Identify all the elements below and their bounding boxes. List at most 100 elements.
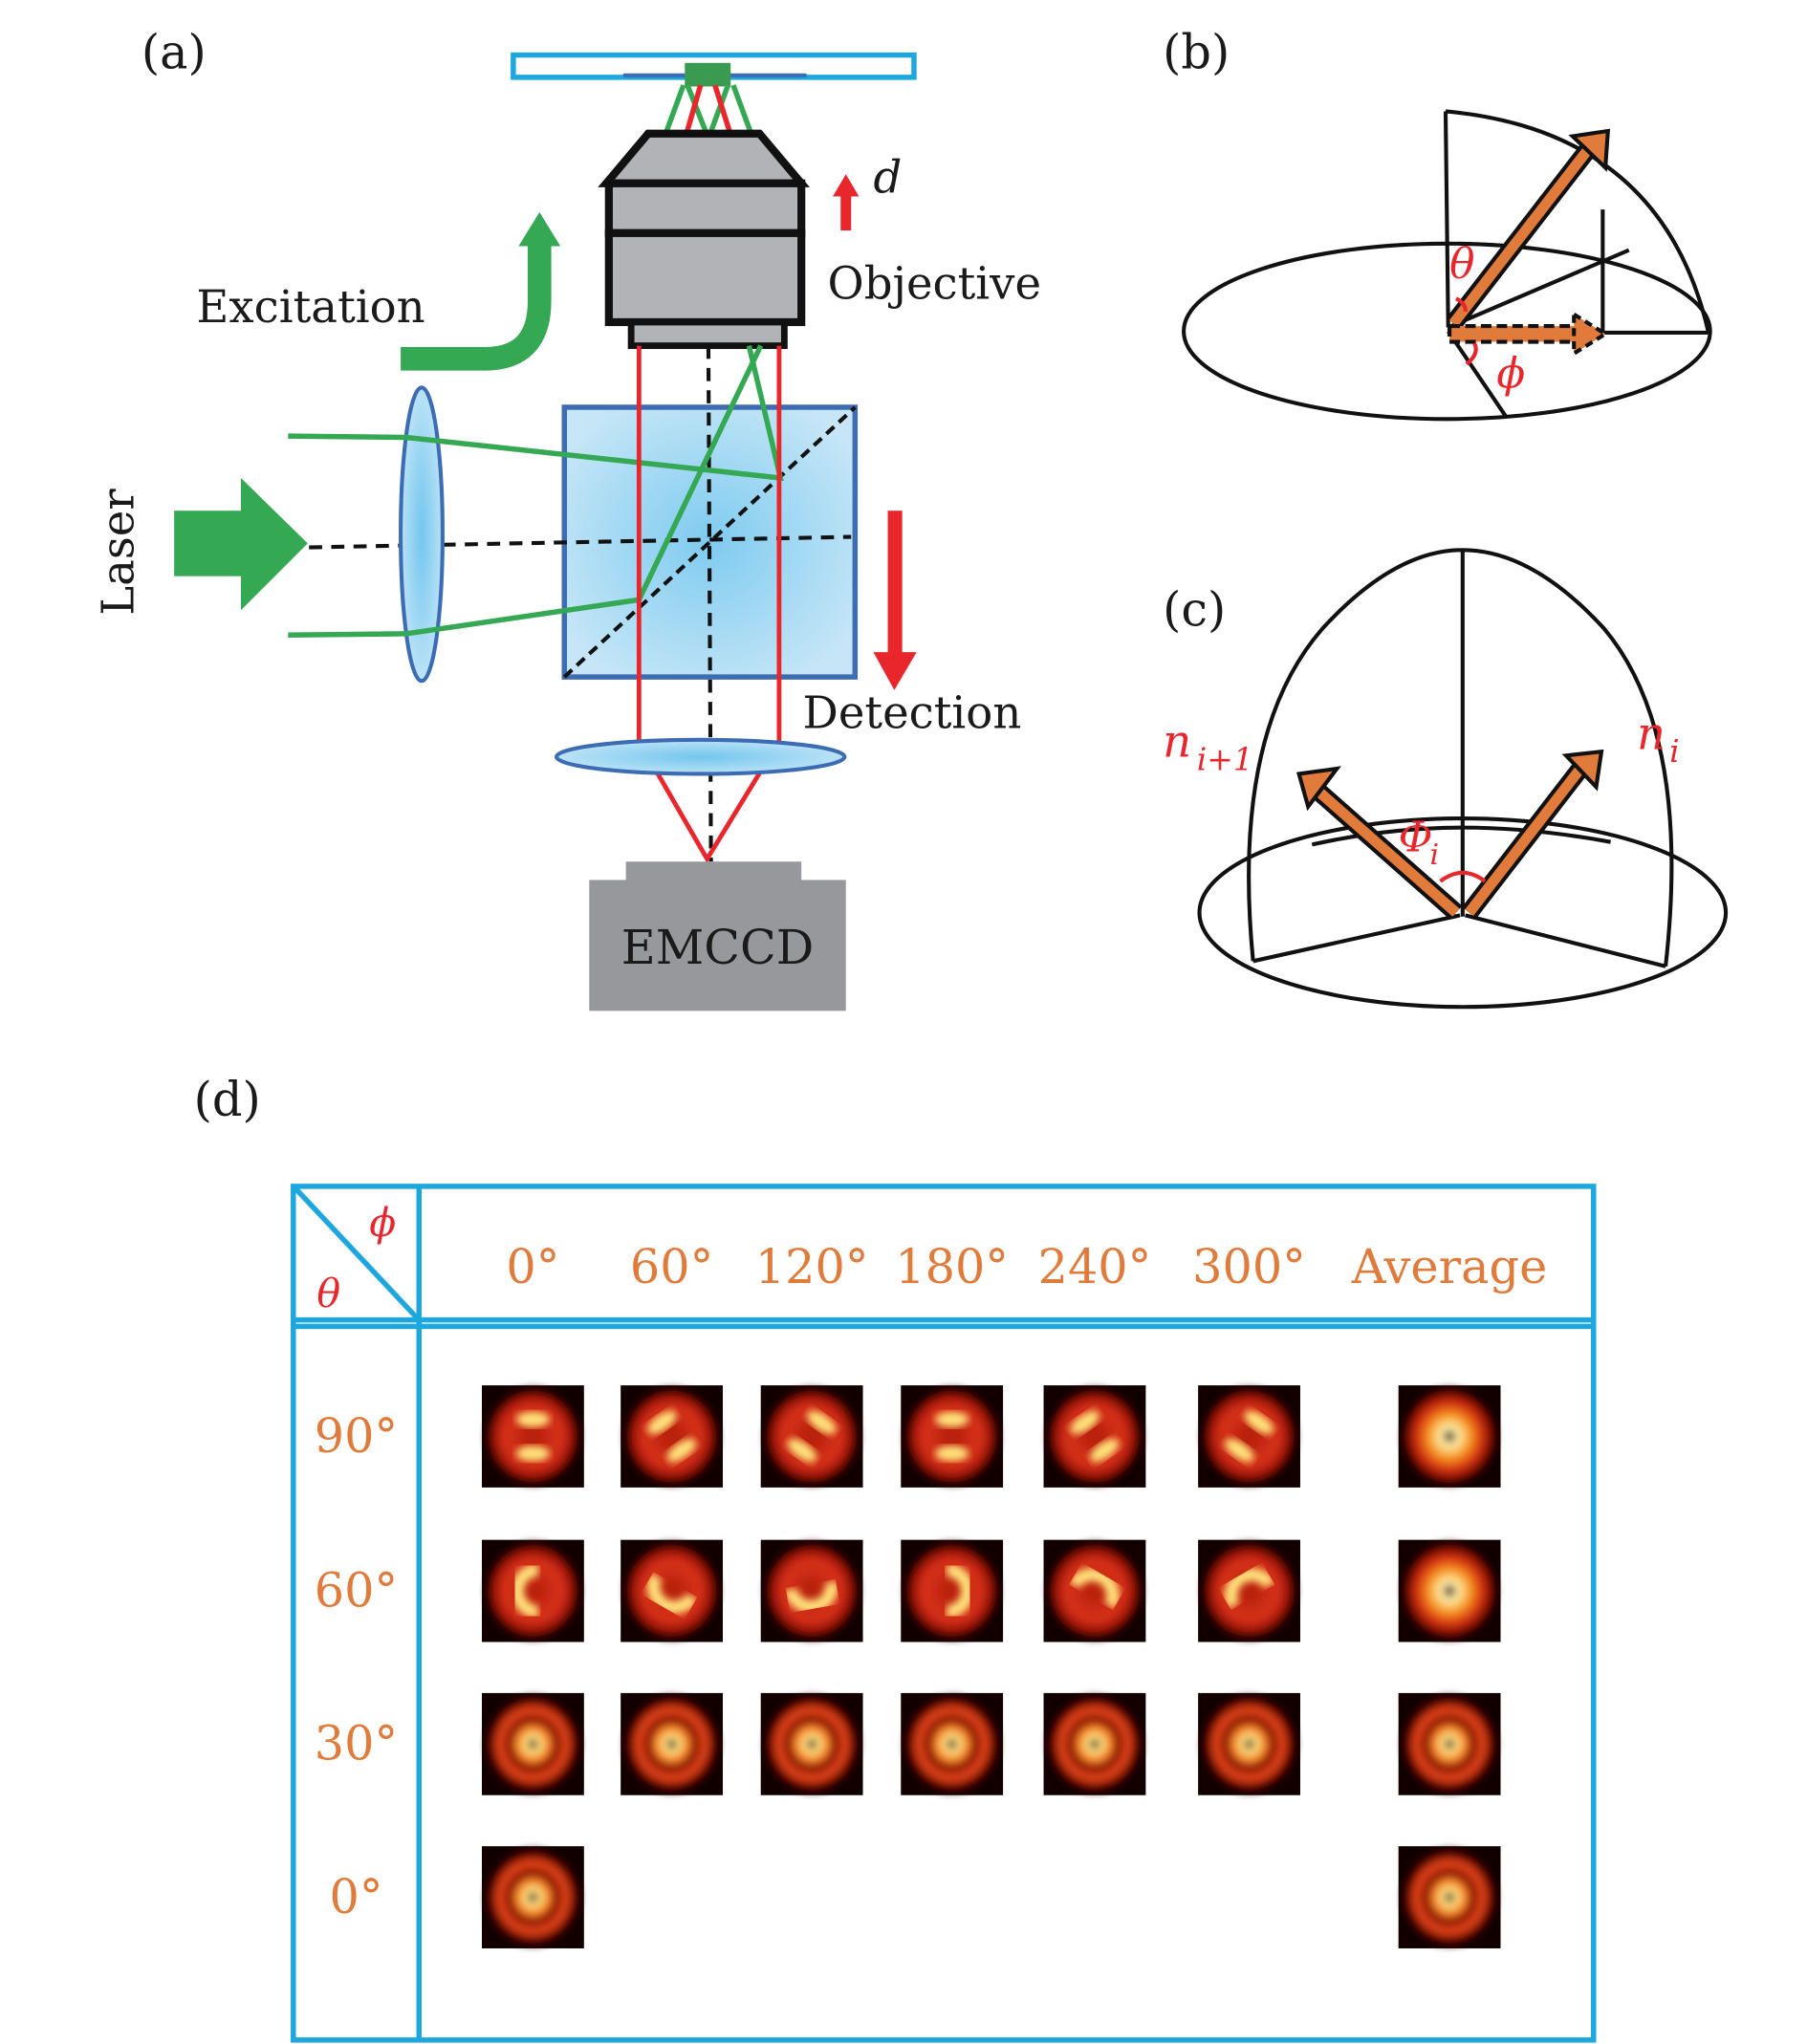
theta-label: θ [1449,239,1474,288]
psf-image [1398,1385,1501,1488]
psf-lobe [1225,1438,1254,1463]
Phi-symbol: Φ [1399,813,1433,861]
psf-intensity [1202,1387,1296,1486]
psf-intensity [1402,1848,1497,1946]
row-header-3: 0° [330,1869,383,1924]
psf-table-frame [291,1184,1597,2043]
psf-image [901,1539,1004,1642]
psf-crescent [783,1580,838,1614]
column-header-3: 180° [895,1239,1009,1294]
psf-crescent [1068,1568,1120,1610]
displacement-label: d [873,151,902,203]
panel-c-label: (c) [1163,582,1226,638]
psf-image [1043,1385,1146,1488]
psf-intensity [1047,1695,1143,1793]
psf-intensity [1202,1542,1296,1640]
psf-image [620,1385,723,1488]
psf-image [760,1539,863,1642]
psf-intensity [904,1387,999,1486]
excitation-arrow [401,211,561,371]
psf-lobe [515,1411,551,1427]
psf-image [1043,1692,1146,1795]
objective-label: Objective [828,257,1041,309]
psf-lobe [666,1438,697,1463]
corner-theta-label: θ [316,1271,340,1316]
psf-intensity [1047,1387,1143,1486]
n-next-subscript: i+1 [1197,740,1253,777]
psf-intensity [904,1542,999,1640]
psf-image [482,1846,584,1948]
psf-image [1043,1539,1146,1642]
psf-intensity [764,1695,860,1793]
psf-image [1198,1692,1300,1795]
sample-specimen [685,62,731,87]
n-current-subscript: i [1669,732,1680,770]
psf-intensity [904,1695,999,1793]
psf-image [901,1385,1004,1488]
psf-intensity [1047,1542,1143,1640]
tube-lens [555,737,847,776]
orientation-vector-current [1462,749,1604,919]
psf-lobe [787,1438,817,1463]
dipole-vector [1446,128,1611,330]
psf-intensity [624,1695,719,1793]
column-header-5: 300° [1192,1239,1306,1294]
n-current-symbol: n [1637,707,1665,759]
psf-lobe [1089,1438,1120,1463]
psf-image [620,1692,723,1795]
column-header-0: 0° [506,1239,559,1294]
psf-lobe [1244,1410,1274,1435]
excitation-rays [288,344,784,639]
dipole-projection [1448,311,1609,358]
phi-label: ϕ [1496,349,1525,398]
phi-arc [1465,341,1478,366]
row-header-2: 30° [315,1716,398,1772]
psf-crescent [646,1572,699,1615]
displacement-arrow [833,174,860,231]
column-header-6: Average [1351,1239,1547,1294]
column-header-2: 120° [755,1239,869,1294]
orientation-vector-next [1295,766,1463,920]
psf-intensity [764,1542,860,1640]
hemisphere-frame [1197,548,1729,1010]
psf-lobe [934,1446,969,1462]
psf-intensity [486,1542,580,1640]
dichroic-mirror [562,405,857,679]
panel-d: (d) ϕ θ 0°60°120°180°240°300°Average 90°… [194,1072,1597,2043]
emccd-camera [589,861,846,1011]
psf-image [901,1692,1004,1795]
psf-lobe [647,1410,677,1435]
psf-intensity [486,1848,580,1946]
n-next-label: n i+1 [1163,716,1253,778]
psf-crescent [946,1563,974,1619]
psf-lobe [807,1410,837,1435]
psf-image [1198,1539,1300,1642]
panel-b: (b) θ ϕ [1163,24,1712,422]
psf-image [1198,1385,1300,1488]
n-current-label: n i [1637,707,1680,770]
emccd-label: EMCCD [621,920,814,975]
psf-intensity [486,1387,580,1486]
psf-intensity [624,1387,719,1486]
excitation-lens [399,385,445,684]
panel-b-label: (b) [1163,24,1230,79]
detection-rays [636,345,782,864]
objective-lens [598,129,811,350]
row-header-1: 60° [315,1563,398,1619]
psf-image [1398,1539,1501,1642]
panel-d-label: (d) [194,1072,261,1127]
row-header-0: 90° [315,1408,398,1464]
column-header-1: 60° [630,1239,713,1294]
Phi-arc [1439,870,1487,883]
psf-image [760,1692,863,1795]
laser-arrow [174,477,308,611]
Phi-subscript: i [1430,838,1440,872]
psf-image [482,1539,584,1642]
laser-label: Laser [93,489,144,616]
psf-intensity [624,1542,719,1640]
detection-arrow [873,511,917,690]
psf-image [620,1539,723,1642]
spherical-coordinate-frame [1182,109,1712,422]
psf-image-grid [482,1385,1501,1948]
